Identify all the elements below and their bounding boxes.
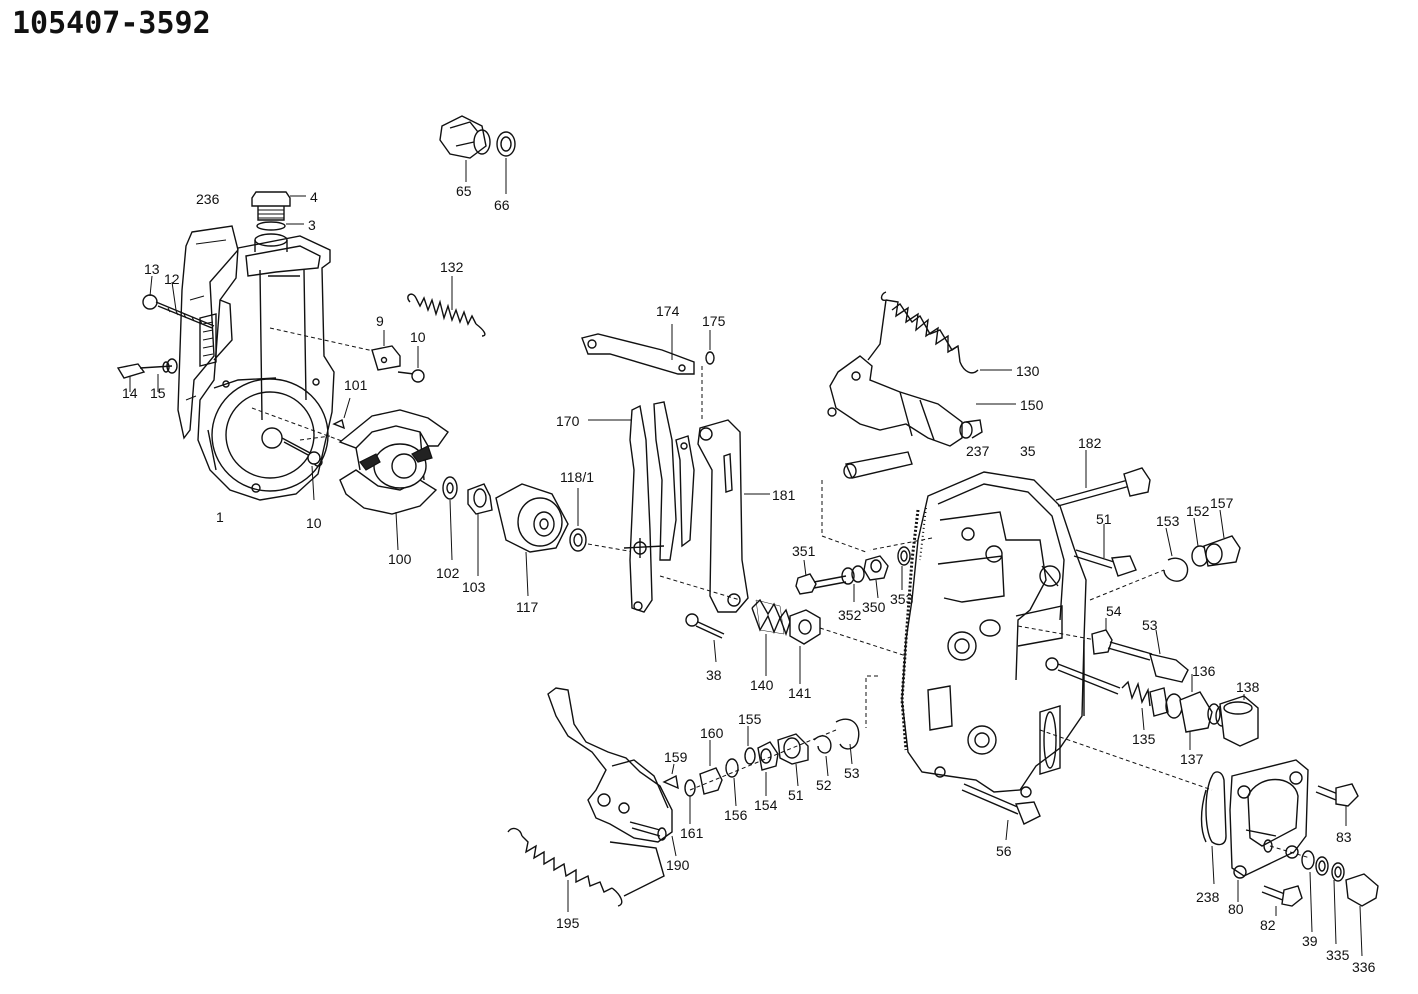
- label-102: 102: [436, 565, 460, 581]
- label-140: 140: [750, 677, 774, 693]
- label-10-upper: 10: [410, 329, 426, 345]
- label-352: 352: [838, 607, 862, 623]
- label-353: 353: [890, 591, 914, 607]
- label-154: 154: [754, 797, 778, 813]
- label-150: 150: [1020, 397, 1044, 413]
- label-135: 135: [1132, 731, 1156, 747]
- bottom-bolt: [961, 783, 1041, 841]
- label-137: 137: [1180, 751, 1204, 767]
- label-103: 103: [462, 579, 486, 595]
- label-54: 54: [1106, 603, 1122, 619]
- label-101: 101: [344, 377, 368, 393]
- small-bolts: [281, 397, 351, 501]
- governor-cover: [865, 471, 1213, 798]
- label-159: 159: [664, 749, 688, 765]
- label-157: 157: [1210, 495, 1234, 511]
- sleeve-parts: [442, 476, 635, 597]
- label-190: 190: [666, 857, 690, 873]
- flyweight-assembly: [338, 409, 449, 551]
- label-82: 82: [1260, 917, 1276, 933]
- adjusting-screws-right: [1057, 618, 1259, 750]
- label-15: 15: [150, 385, 166, 401]
- label-39: 39: [1302, 933, 1318, 949]
- label-153-upper: 153: [1156, 513, 1180, 529]
- label-52: 52: [816, 777, 832, 793]
- label-1: 1: [216, 509, 224, 525]
- label-130: 130: [1016, 363, 1040, 379]
- label-10-lower: 10: [306, 515, 322, 531]
- bracket-and-bolt: [371, 330, 425, 383]
- label-65: 65: [456, 183, 472, 199]
- long-bolt: [1055, 450, 1151, 507]
- cap-nut: [439, 115, 516, 194]
- part-number-labels: 4 3 236 13 12 14 15 1 10 9 132 101 10 65…: [122, 183, 1376, 975]
- label-53-lower: 53: [844, 765, 860, 781]
- label-155: 155: [738, 711, 762, 727]
- label-236: 236: [196, 191, 220, 207]
- label-141: 141: [788, 685, 812, 701]
- label-117: 117: [516, 599, 539, 615]
- torque-control-parts: [662, 718, 860, 824]
- label-195: 195: [556, 915, 580, 931]
- label-350: 350: [862, 599, 886, 615]
- label-161: 161: [680, 825, 704, 841]
- end-cover: [1200, 759, 1379, 957]
- label-181: 181: [772, 487, 796, 503]
- adjust-bolt-set: [795, 546, 911, 602]
- label-118-1: 118/1: [560, 469, 594, 485]
- label-38: 38: [706, 667, 722, 683]
- label-100: 100: [388, 551, 412, 567]
- mounting-bolts-left: [116, 275, 215, 392]
- plug-screw: [251, 191, 306, 231]
- label-170: 170: [556, 413, 580, 429]
- label-51-lower: 51: [788, 787, 804, 803]
- label-80: 80: [1228, 901, 1244, 917]
- stop-lever-and-spring: [821, 291, 1016, 553]
- label-14: 14: [122, 385, 138, 401]
- label-336: 336: [1352, 959, 1376, 975]
- label-160: 160: [700, 725, 724, 741]
- label-138: 138: [1236, 679, 1260, 695]
- governor-housing: [177, 225, 379, 501]
- idle-spring-parts: [685, 598, 981, 684]
- drawing-number: 105407-3592: [12, 6, 211, 41]
- label-175: 175: [702, 313, 726, 329]
- label-3: 3: [308, 217, 316, 233]
- label-335: 335: [1326, 947, 1350, 963]
- governor-spring: [407, 276, 486, 337]
- label-136: 136: [1192, 663, 1216, 679]
- label-12: 12: [164, 271, 180, 287]
- label-35: 35: [1020, 443, 1036, 459]
- label-66: 66: [494, 197, 510, 213]
- label-132: 132: [440, 259, 464, 275]
- label-13: 13: [144, 261, 160, 277]
- label-53-upper: 53: [1142, 617, 1158, 633]
- label-156: 156: [724, 807, 748, 823]
- adjusting-lever-and-spring: [507, 687, 677, 912]
- control-lever-assembly: [581, 324, 770, 613]
- label-182: 182: [1078, 435, 1102, 451]
- top-right-fittings: [1073, 509, 1241, 601]
- label-83: 83: [1336, 829, 1352, 845]
- label-174: 174: [656, 303, 680, 319]
- label-56: 56: [996, 843, 1012, 859]
- label-51-upper: 51: [1096, 511, 1112, 527]
- label-4: 4: [310, 189, 318, 205]
- label-238: 238: [1196, 889, 1220, 905]
- label-152: 152: [1186, 503, 1210, 519]
- label-237: 237: [966, 443, 990, 459]
- label-351: 351: [792, 543, 816, 559]
- label-9: 9: [376, 313, 384, 329]
